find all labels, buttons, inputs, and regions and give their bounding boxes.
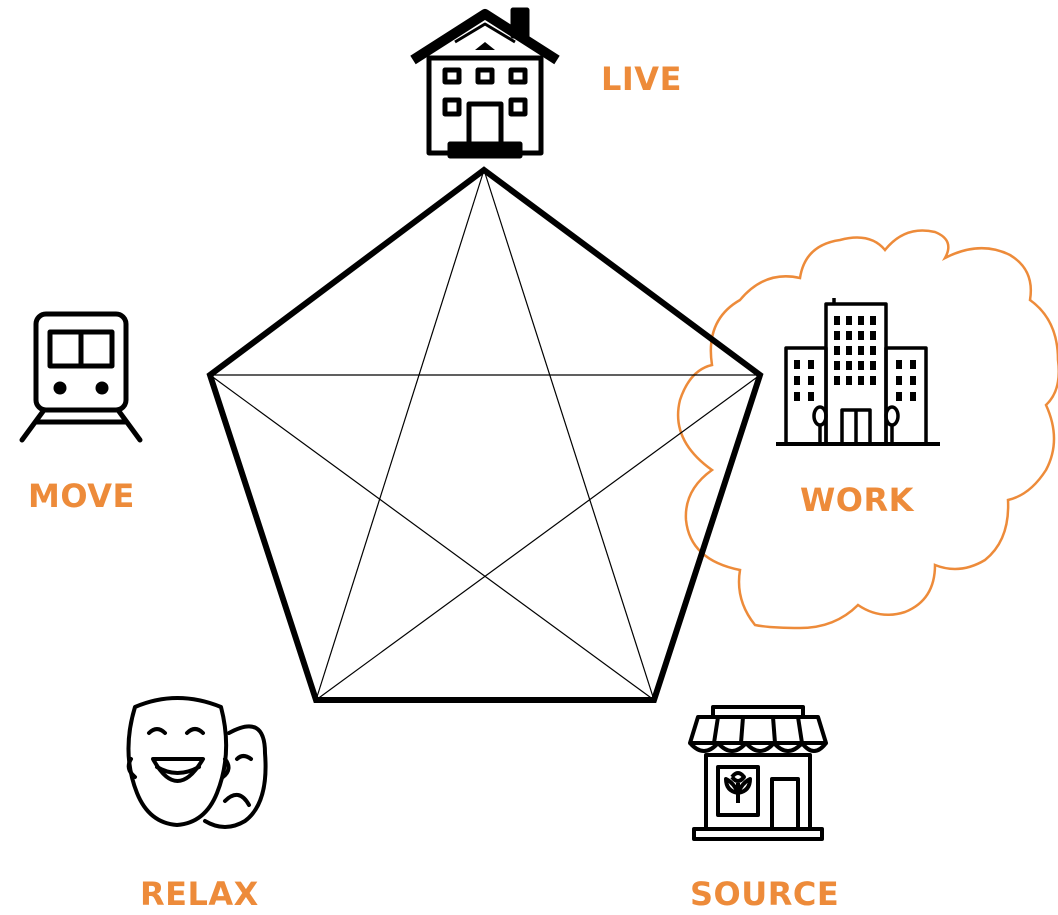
theater-masks-icon <box>126 696 268 829</box>
move-label: MOVE <box>28 477 135 515</box>
star-line <box>209 374 655 701</box>
star-line <box>315 169 485 701</box>
star-line <box>483 169 655 701</box>
star-line <box>315 374 761 701</box>
star-lines <box>209 169 761 701</box>
flower-shop-icon <box>688 705 828 841</box>
house-icon <box>410 7 560 159</box>
work-highlight-cloud <box>676 229 1058 630</box>
relax-label: RELAX <box>140 875 259 913</box>
source-label: SOURCE <box>690 875 840 913</box>
work-label: WORK <box>800 481 914 519</box>
office-buildings-icon <box>776 298 940 446</box>
train-icon <box>19 311 143 443</box>
live-label: LIVE <box>601 60 682 98</box>
pentagon-outline <box>206 166 764 703</box>
